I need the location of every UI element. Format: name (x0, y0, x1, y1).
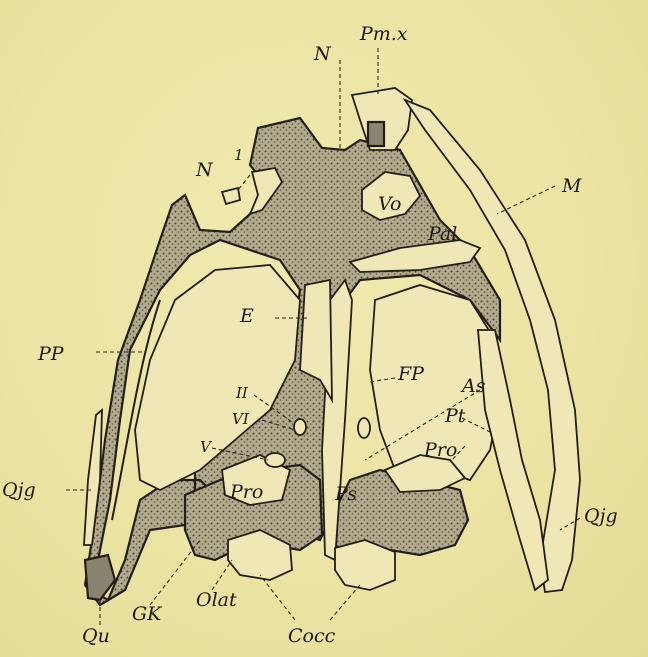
label-pp: PP (37, 343, 65, 365)
label-qjg-left: Qjg (2, 479, 36, 501)
foramen-vi (294, 419, 306, 435)
label-n: N (313, 43, 332, 65)
label-m: M (561, 175, 582, 197)
pterygoid (478, 330, 548, 590)
label-as: As (460, 375, 486, 397)
label-ii: II (235, 384, 249, 402)
premaxilla-stem (368, 122, 384, 146)
label-vo: Vo (378, 193, 401, 215)
label-vi: VI (232, 410, 250, 428)
nasal-opening-2 (222, 188, 240, 204)
label-cocc: Cocc (288, 625, 336, 647)
label-pro-right: Pro (423, 439, 457, 461)
label-n1: N (195, 159, 214, 181)
label-ps: Ps (334, 483, 357, 505)
label-pro-left: Pro (229, 481, 263, 503)
label-n1-sup: 1 (234, 146, 244, 164)
foramen-right (358, 418, 370, 438)
label-olat: Olat (196, 589, 237, 611)
label-pal: Pal (427, 223, 457, 245)
label-pmx: Pm.x (359, 23, 408, 45)
label-fp: FP (397, 363, 425, 385)
condyle-right (335, 540, 395, 590)
label-qjg-right: Qjg (584, 505, 618, 527)
label-gk: GK (132, 603, 163, 625)
label-pt: Pt (444, 405, 466, 427)
label-qu: Qu (82, 625, 110, 647)
label-e: E (239, 305, 254, 327)
